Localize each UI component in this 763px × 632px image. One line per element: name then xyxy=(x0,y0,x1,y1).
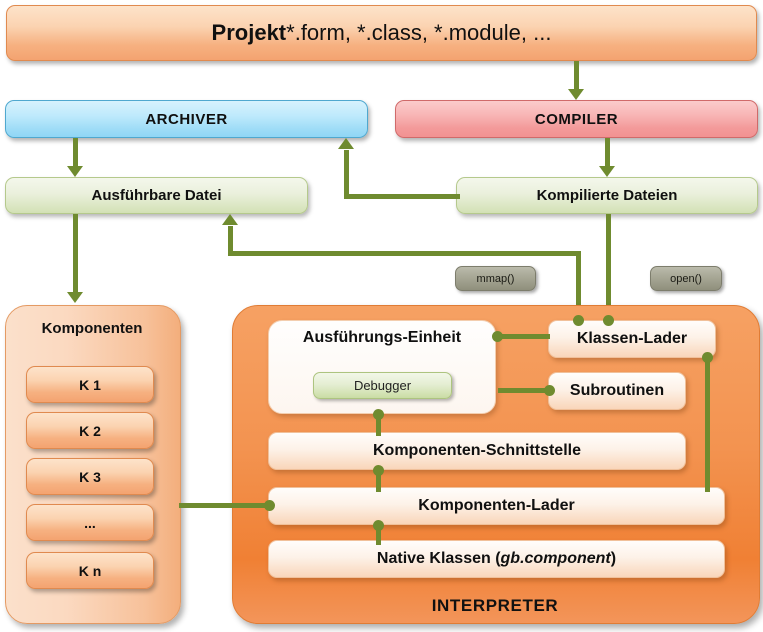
arrowhead-executable xyxy=(222,214,238,225)
arrowhead-archiver xyxy=(338,138,354,149)
connector-compiled-archiver-v xyxy=(344,150,349,197)
junction-dot-mmap xyxy=(573,315,584,326)
component-chip[interactable]: K 1 xyxy=(26,366,154,403)
interpreter-panel-title: INTERPRETER xyxy=(431,596,559,615)
connector-open-v xyxy=(606,214,611,325)
arrowhead-exe xyxy=(67,166,83,177)
connector-exec-classloader xyxy=(498,334,550,339)
node-class-loader[interactable]: Klassen-Lader xyxy=(548,320,716,358)
komponenten-panel-title: Komponenten xyxy=(41,319,143,337)
junction-dot-exec-bottom xyxy=(373,409,384,420)
native-classes-module: gb.component xyxy=(500,550,611,567)
projekt-label-rest: *.form, *.class, *.module, ... xyxy=(286,20,552,45)
junction-dot-interface-bottom xyxy=(373,465,384,476)
node-native-classes[interactable]: Native Klassen ( gb.component ) xyxy=(268,540,725,578)
node-component-interface[interactable]: Komponenten-Schnittstelle xyxy=(268,432,686,470)
node-debugger[interactable]: Debugger xyxy=(313,372,452,399)
connector-exec-interface xyxy=(376,410,381,436)
junction-dot-classloader-right xyxy=(702,352,713,363)
junction-dot-component-loader-left xyxy=(264,500,275,511)
component-chip[interactable]: K n xyxy=(26,552,154,589)
junction-dot-exec-classloader xyxy=(492,331,503,342)
connector-loader-native xyxy=(376,523,381,545)
junction-dot-open xyxy=(603,315,614,326)
node-projekt[interactable]: Projekt *.form, *.class, *.module, ... xyxy=(6,5,757,61)
arrowhead-compiled xyxy=(599,166,615,177)
native-classes-prefix: Native Klassen ( xyxy=(376,550,501,567)
node-archiver[interactable]: ARCHIVER xyxy=(5,100,368,138)
junction-dot-subroutines xyxy=(544,385,555,396)
connector-mmap-h xyxy=(228,251,581,256)
component-chip[interactable]: K 3 xyxy=(26,458,154,495)
node-compiler[interactable]: COMPILER xyxy=(395,100,758,138)
junction-dot-loader-bottom xyxy=(373,520,384,531)
label-mmap: mmap() xyxy=(455,266,536,291)
node-component-loader[interactable]: Komponenten-Lader xyxy=(268,487,725,525)
connector-komponenten-loader xyxy=(179,503,271,508)
component-chip[interactable]: ... xyxy=(26,504,154,541)
label-open: open() xyxy=(650,266,722,291)
connector-compiled-archiver-h xyxy=(344,194,460,199)
component-chip[interactable]: K 2 xyxy=(26,412,154,449)
node-compiled-files[interactable]: Kompilierte Dateien xyxy=(456,177,758,214)
connector-exec-subroutines xyxy=(498,388,550,393)
connector-mmap-up xyxy=(228,226,233,254)
execution-unit-label: Ausführungs-Einheit xyxy=(302,329,462,346)
node-subroutines[interactable]: Subroutinen xyxy=(548,372,686,410)
connector-compiler-compiled xyxy=(605,138,610,170)
native-classes-suffix: ) xyxy=(610,550,617,567)
arrowhead-komponenten xyxy=(67,292,83,303)
projekt-label-bold: Projekt xyxy=(211,20,287,45)
connector-archiver-exe xyxy=(73,138,78,170)
connector-projekt-compiler xyxy=(574,61,579,94)
node-execution-unit[interactable]: Ausführungs-Einheit xyxy=(268,320,496,414)
connector-classloader-componentloader xyxy=(705,355,710,492)
node-executable-file[interactable]: Ausführbare Datei xyxy=(5,177,308,214)
connector-mmap-v xyxy=(576,251,581,325)
connector-interface-loader xyxy=(376,468,381,492)
arrowhead-compiler xyxy=(568,89,584,100)
connector-exe-komponenten xyxy=(73,214,78,294)
